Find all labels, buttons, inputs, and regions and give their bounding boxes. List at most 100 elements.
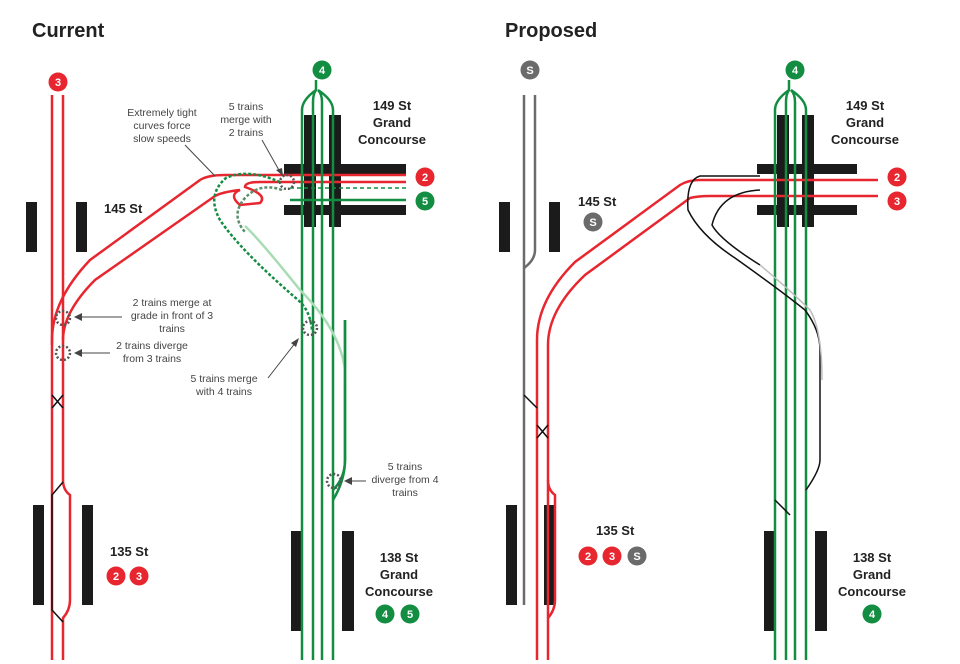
route-bullet-S-top: S (520, 60, 540, 80)
platform-135-right (82, 505, 93, 605)
annotation-diverge-5-4: 5 trains diverge from 4 trains (344, 461, 439, 499)
platform-135-right (544, 505, 555, 605)
svg-text:trains: trains (392, 487, 418, 499)
svg-text:3: 3 (136, 571, 142, 583)
svg-text:2 trains: 2 trains (229, 127, 263, 139)
svg-text:S: S (633, 551, 640, 563)
svg-text:4: 4 (792, 65, 799, 77)
station-135-routes: 2 3 S (578, 546, 647, 566)
platform-145-right (76, 202, 87, 252)
svg-text:Concourse: Concourse (358, 132, 426, 147)
svg-text:Concourse: Concourse (838, 584, 906, 599)
station-145-label: 145 St (578, 194, 617, 209)
svg-text:slow speeds: slow speeds (133, 133, 191, 145)
svg-text:merge with: merge with (220, 114, 272, 126)
station-135-label: 135 St (596, 523, 635, 538)
proposed-panel: Proposed (499, 20, 907, 660)
diverge-ring-5-4 (325, 472, 343, 490)
green-curve-inner (236, 186, 283, 233)
proposed-138-crossover (774, 499, 791, 516)
svg-text:2: 2 (894, 172, 900, 184)
diverge-ring-2-3 (54, 344, 72, 362)
svg-text:4: 4 (382, 609, 389, 621)
gray-light-connection (759, 264, 823, 381)
svg-text:138 St: 138 St (380, 550, 419, 565)
svg-text:S: S (526, 65, 533, 77)
135-crossover (51, 481, 64, 623)
svg-text:2 trains diverge: 2 trains diverge (116, 340, 188, 352)
annotation-tight-curves: Extremely tight curves force slow speeds (127, 107, 216, 177)
crossover-proposed (523, 394, 549, 439)
station-135-routes: 2 3 (106, 566, 149, 586)
station-149-label: 149 St Grand Concourse (831, 98, 899, 147)
black-new-connection-inner (711, 189, 761, 266)
svg-text:from 3 trains: from 3 trains (123, 353, 181, 365)
black-new-connection (687, 175, 821, 491)
platform-135-left (33, 505, 44, 605)
route-bullet-2-side: 2 (415, 167, 435, 187)
annotation-merge-2-3: 2 trains merge at grade in front of 3 tr… (74, 297, 213, 335)
svg-text:with 4 trains: with 4 trains (195, 386, 252, 398)
green-trunk-proposed (773, 80, 808, 660)
svg-text:Concourse: Concourse (831, 132, 899, 147)
station-138-label: 138 St Grand Concourse (365, 550, 433, 599)
gray-shuttle-trunk (522, 95, 537, 605)
svg-text:diverge from 4: diverge from 4 (371, 474, 438, 486)
platform-145-left (26, 202, 37, 252)
station-138-routes: 4 5 (375, 604, 420, 624)
platform-138-right (342, 531, 354, 631)
merge-ring-2-3 (54, 309, 72, 327)
crossover-145 (51, 394, 64, 409)
current-title: Current (32, 20, 105, 42)
proposed-title: Proposed (505, 20, 597, 42)
platform-138-left (291, 531, 303, 631)
svg-text:4: 4 (869, 609, 876, 621)
svg-text:2: 2 (585, 551, 591, 563)
svg-text:149 St: 149 St (373, 98, 412, 113)
svg-text:3: 3 (894, 196, 900, 208)
station-145-label: 145 St (104, 201, 143, 216)
svg-text:Grand: Grand (373, 115, 411, 130)
svg-text:Extremely tight: Extremely tight (127, 107, 197, 119)
route-bullet-5-side: 5 (415, 191, 435, 211)
station-135-label: 135 St (110, 544, 149, 559)
platform-138-right (815, 531, 827, 631)
platform-138-left (764, 531, 776, 631)
svg-text:5 trains merge: 5 trains merge (190, 373, 257, 385)
svg-text:3: 3 (609, 551, 615, 563)
svg-text:2: 2 (422, 172, 428, 184)
svg-text:5 trains: 5 trains (388, 461, 422, 473)
platform-135-left (506, 505, 517, 605)
svg-text:138 St: 138 St (853, 550, 892, 565)
svg-text:Grand: Grand (846, 115, 884, 130)
svg-text:4: 4 (319, 65, 326, 77)
route-bullet-2-side: 2 (887, 167, 907, 187)
platform-145-right (549, 202, 560, 252)
route-bullet-3-side: 3 (887, 191, 907, 211)
green-tight-curve (213, 172, 314, 331)
svg-text:Grand: Grand (380, 567, 418, 582)
platform-145-left (499, 202, 510, 252)
current-panel: Current (26, 20, 439, 660)
svg-text:5 trains: 5 trains (229, 101, 263, 113)
svg-text:5: 5 (422, 196, 428, 208)
svg-text:149 St: 149 St (846, 98, 885, 113)
route-bullet-4-top: 4 (312, 60, 332, 80)
svg-text:Concourse: Concourse (365, 584, 433, 599)
route-bullet-4-top: 4 (785, 60, 805, 80)
merge-ring-5-4 (301, 319, 319, 337)
svg-text:Grand: Grand (853, 567, 891, 582)
svg-text:trains: trains (159, 323, 185, 335)
svg-text:5: 5 (407, 609, 413, 621)
station-149-label: 149 St Grand Concourse (358, 98, 426, 147)
annotation-merge-5-4: 5 trains merge with 4 trains (190, 338, 299, 398)
light-green-flyover (244, 225, 347, 380)
annotation-merge-5-2: 5 trains merge with 2 trains (220, 101, 283, 176)
route-bullet-3-top: 3 (48, 72, 68, 92)
station-145-routes: S (583, 212, 603, 232)
svg-text:2: 2 (113, 571, 119, 583)
svg-text:S: S (589, 217, 596, 229)
platform-149-lower-bottom (284, 205, 406, 215)
merge-ring-5-2 (278, 173, 296, 191)
